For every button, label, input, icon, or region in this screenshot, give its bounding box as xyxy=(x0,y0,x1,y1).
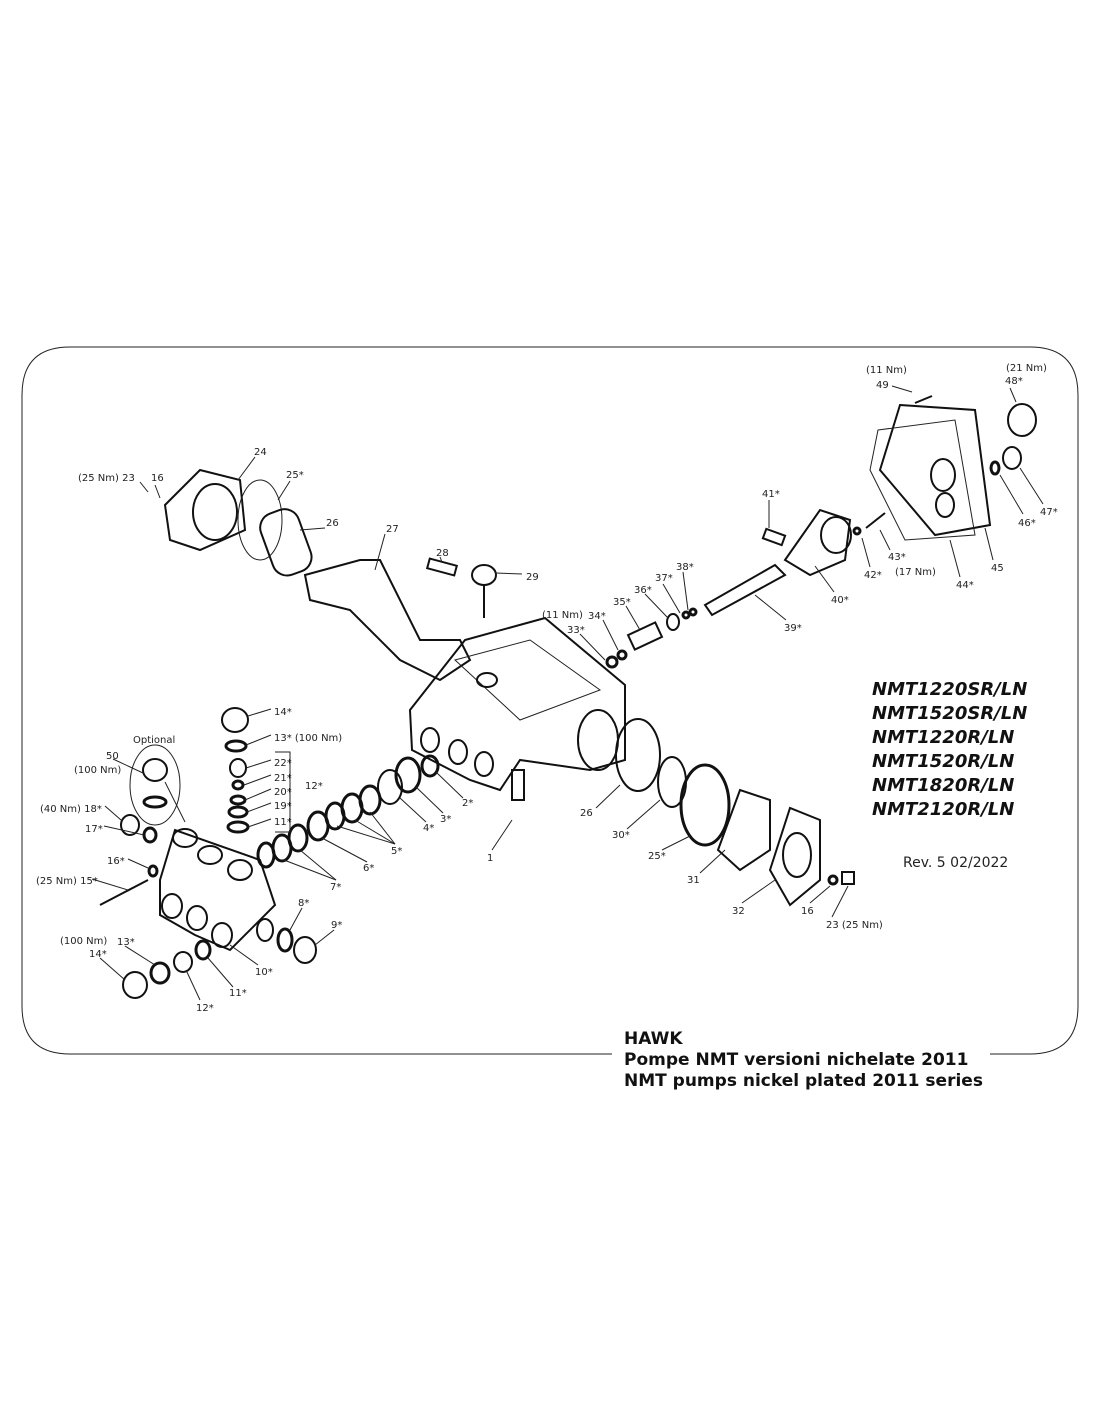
part-label: 39* xyxy=(784,623,802,634)
part-label: 24 xyxy=(254,447,267,458)
part-label: 30* xyxy=(612,830,630,841)
model-name: NMT1520SR/LN xyxy=(872,703,1027,724)
part-label: 17* xyxy=(85,824,103,835)
part-label: 2* xyxy=(462,798,473,809)
part-label: 7* xyxy=(330,882,341,893)
part-label: 38* xyxy=(676,562,694,573)
part-label: 28 xyxy=(436,548,449,559)
part-label: 22* xyxy=(274,758,292,769)
part-label: 23 (25 Nm) xyxy=(826,920,883,931)
part-label: 50 xyxy=(106,751,119,762)
part-label: 33* xyxy=(567,625,585,636)
part-label: 43* xyxy=(888,552,906,563)
part-label: 16* xyxy=(107,856,125,867)
part-label: 8* xyxy=(298,898,309,909)
part-label: 49 xyxy=(876,380,889,391)
part-label: (17 Nm) xyxy=(895,567,936,578)
part-label: 10* xyxy=(255,967,273,978)
title-english: NMT pumps nickel plated 2011 series xyxy=(624,1071,983,1091)
part-label: 35* xyxy=(613,597,631,608)
part-label: (100 Nm) xyxy=(74,765,121,776)
part-label: (40 Nm) 18* xyxy=(40,804,102,815)
part-label: 36* xyxy=(634,585,652,596)
model-name: NMT2120R/LN xyxy=(872,799,1014,820)
part-label: 25* xyxy=(648,851,666,862)
part-label: 16 xyxy=(801,906,814,917)
part-label: 26 xyxy=(580,808,593,819)
part-label: 14* xyxy=(89,949,107,960)
part-label: 12* xyxy=(305,781,323,792)
part-label: 48* xyxy=(1005,376,1023,387)
part-label: (100 Nm) xyxy=(60,936,107,947)
part-label: 20* xyxy=(274,787,292,798)
part-label: (25 Nm) 23 xyxy=(78,473,135,484)
part-label: 9* xyxy=(331,920,342,931)
part-label: 32 xyxy=(732,906,745,917)
part-label: 11* xyxy=(229,988,247,999)
part-label: 5* xyxy=(391,846,402,857)
title-brand: HAWK xyxy=(624,1029,683,1049)
part-label: 13* (100 Nm) xyxy=(274,733,342,744)
part-label: 16 xyxy=(151,473,164,484)
model-name: NMT1220SR/LN xyxy=(872,679,1027,700)
part-label: 11* xyxy=(274,817,292,828)
part-drawings xyxy=(99,395,1037,999)
part-label: 37* xyxy=(655,573,673,584)
part-label: 34* xyxy=(588,611,606,622)
part-label: 3* xyxy=(440,814,451,825)
model-name: NMT1820R/LN xyxy=(872,775,1014,796)
part-label: 44* xyxy=(956,580,974,591)
part-label: 13* xyxy=(117,937,135,948)
part-label: 42* xyxy=(864,570,882,581)
model-name: NMT1220R/LN xyxy=(872,727,1014,748)
part-label: 21* xyxy=(274,773,292,784)
leader-lines xyxy=(91,385,1044,1001)
revision-note: Rev. 5 02/2022 xyxy=(903,855,1008,871)
part-label: 26 xyxy=(326,518,339,529)
part-label: (11 Nm) xyxy=(866,365,907,376)
part-label: Optional xyxy=(133,735,175,746)
model-list: NMT1220SR/LN NMT1520SR/LN NMT1220R/LN NM… xyxy=(872,679,1027,820)
part-label: 47* xyxy=(1040,507,1058,518)
title-block: HAWK Pompe NMT versioni nichelate 2011 N… xyxy=(624,1029,983,1091)
part-label: 19* xyxy=(274,801,292,812)
part-label: 41* xyxy=(762,489,780,500)
part-label: 40* xyxy=(831,595,849,606)
model-name: NMT1520R/LN xyxy=(872,751,1014,772)
title-italian: Pompe NMT versioni nichelate 2011 xyxy=(624,1050,968,1070)
part-label: 1 xyxy=(487,853,493,864)
part-label: 31 xyxy=(687,875,700,886)
part-label: 4* xyxy=(423,823,434,834)
part-label: 12* xyxy=(196,1003,214,1014)
part-label: (21 Nm) xyxy=(1006,363,1047,374)
part-label: (25 Nm) 15* xyxy=(36,876,98,887)
part-label: 46* xyxy=(1018,518,1036,529)
part-labels: (11 Nm) 49 (21 Nm) 48* (25 Nm) 23 16 24 25* 26 27… xyxy=(36,363,1058,1014)
part-label: 6* xyxy=(363,863,374,874)
part-label: 27 xyxy=(386,524,399,535)
part-label: 25* xyxy=(286,470,304,481)
part-label: (11 Nm) xyxy=(542,610,583,621)
part-label: 45 xyxy=(991,563,1004,574)
diagram-frame xyxy=(21,346,1079,1055)
part-label: 29 xyxy=(526,572,539,583)
part-label: 14* xyxy=(274,707,292,718)
